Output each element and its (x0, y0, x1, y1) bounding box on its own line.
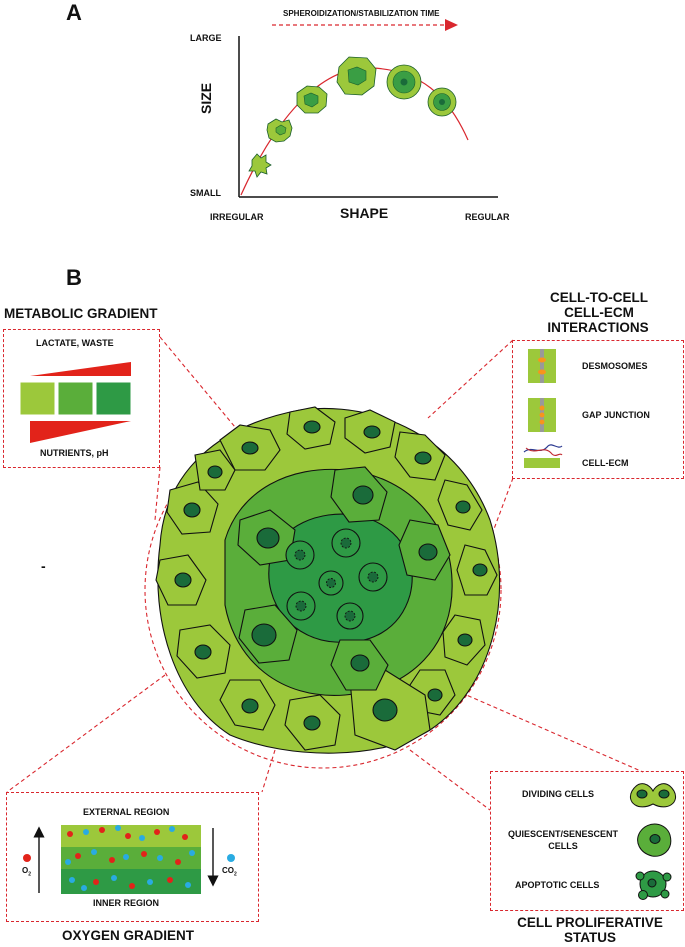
spheroid-cross-section (155, 406, 501, 754)
metabolic-bottom-label: NUTRIENTS, pH (40, 448, 109, 458)
x-right-label: REGULAR (465, 212, 510, 222)
apoptotic-cell-graphic (635, 870, 672, 900)
interactions-title-2: CELL-ECM (564, 305, 634, 320)
metabolic-top-label: LACTATE, WASTE (36, 338, 114, 348)
spheroid-stage-3 (296, 85, 328, 114)
metabolic-gradient-graphic (19, 362, 132, 443)
oxygen-top-label: EXTERNAL REGION (83, 807, 170, 817)
desmosome-graphic (528, 349, 556, 383)
y-top-label: LARGE (190, 33, 222, 43)
metabolic-box (3, 329, 160, 468)
interactions-title-1: CELL-TO-CELL (550, 290, 648, 305)
y-bottom-label: SMALL (190, 188, 221, 198)
metabolic-title: METABOLIC GRADIENT (4, 306, 158, 321)
apoptotic-label: APOPTOTIC CELLS (515, 880, 600, 890)
proliferative-title-1: CELL PROLIFERATIVE (517, 915, 663, 930)
spheroid-stage-6 (427, 87, 457, 117)
oxygen-title: OXYGEN GRADIENT (62, 928, 195, 943)
cell-ecm-label: CELL-ECM (582, 458, 629, 468)
x-axis-label: SHAPE (340, 205, 389, 221)
interactions-title-3: INTERACTIONS (547, 320, 649, 335)
quiescent-label-1: QUIESCENT/SENESCENT (507, 829, 619, 839)
time-arrow-head (445, 19, 458, 31)
o2-label: O2 (22, 866, 32, 878)
spheroid-stage-1 (248, 153, 272, 178)
y-axis-label: SIZE (198, 82, 214, 114)
quiescent-label-2: CELLS (548, 841, 578, 851)
co2-label: CO2 (222, 866, 237, 878)
x-left-label: IRREGULAR (210, 212, 264, 222)
spheroid-stage-2 (266, 118, 293, 143)
stray-dash: - (41, 558, 46, 574)
gap-junction-label: GAP JUNCTION (582, 410, 650, 420)
spheroid-outline (144, 411, 502, 769)
spheroid-stage-5 (386, 64, 422, 100)
oxygen-box (6, 792, 259, 922)
spheroid-stage-4 (336, 56, 377, 96)
desmosomes-label: DESMOSOMES (582, 361, 648, 371)
panel-a-letter: A (66, 0, 82, 25)
panel-b-letter: B (66, 265, 82, 290)
proliferative-box (490, 771, 684, 911)
oxygen-bottom-label: INNER REGION (93, 898, 160, 908)
oxygen-gradient-graphic (23, 825, 235, 894)
proliferative-title-2: STATUS (564, 930, 616, 945)
nutrient-wedge (30, 421, 131, 443)
callout-lines (6, 336, 644, 811)
dividing-label: DIVIDING CELLS (522, 789, 595, 799)
cell-ecm-graphic (523, 444, 563, 468)
time-arrow-label: SPHEROIDIZATION/STABILIZATION TIME (283, 9, 440, 18)
quiescent-cell-graphic (637, 823, 672, 857)
interactions-box (512, 340, 684, 479)
waste-wedge (30, 362, 131, 376)
gap-junction-graphic (528, 398, 556, 432)
dividing-cell-graphic (630, 783, 676, 808)
